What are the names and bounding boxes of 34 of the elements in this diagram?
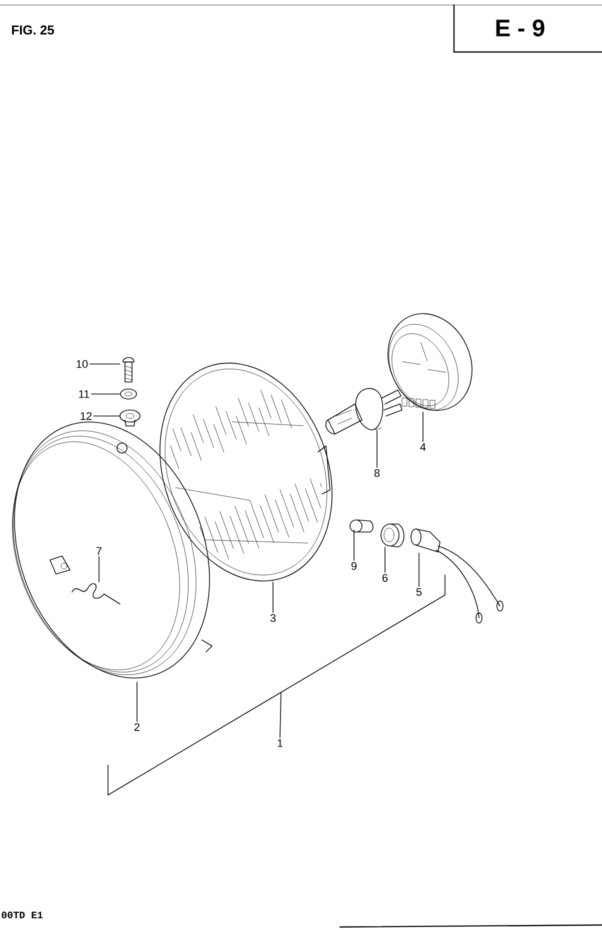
washer-drawing (120, 388, 137, 400)
leader-line (280, 692, 282, 738)
callout-number: 11 (79, 390, 90, 398)
callout-number: 8 (374, 469, 380, 477)
callout-number: 6 (382, 574, 388, 582)
model-code: 00TD E1 (2, 912, 43, 918)
callout-number: 9 (351, 562, 357, 570)
callout-number: 4 (420, 443, 426, 451)
headlight-bulb-drawing (325, 388, 402, 434)
leader-line (136, 682, 138, 722)
leader-line (272, 582, 274, 613)
callout-number: 10 (76, 360, 88, 368)
callout-number: 2 (134, 723, 140, 731)
callout-number: 3 (270, 614, 276, 622)
lens-drawing (160, 362, 332, 582)
collar-drawing (120, 410, 140, 426)
figure-title: FIG. 25 (12, 25, 54, 35)
bulb-drawing (350, 520, 374, 532)
callout-number: 7 (96, 547, 102, 555)
leader-line (98, 556, 100, 582)
socket-drawing (410, 528, 504, 624)
screw-drawing (122, 357, 134, 382)
leader-line (376, 430, 378, 468)
leader-line (422, 412, 424, 442)
bulb-cover-drawing (388, 313, 472, 411)
callout-number: 5 (416, 588, 422, 596)
callout-number: 12 (80, 412, 92, 420)
page-code: E - 9 (496, 20, 544, 36)
grommet-drawing (380, 524, 404, 548)
leader-line (384, 546, 386, 573)
spring-drawing (72, 583, 120, 604)
leader-line (418, 552, 420, 587)
callout-number: 1 (278, 739, 283, 747)
rim-drawing (12, 422, 212, 678)
